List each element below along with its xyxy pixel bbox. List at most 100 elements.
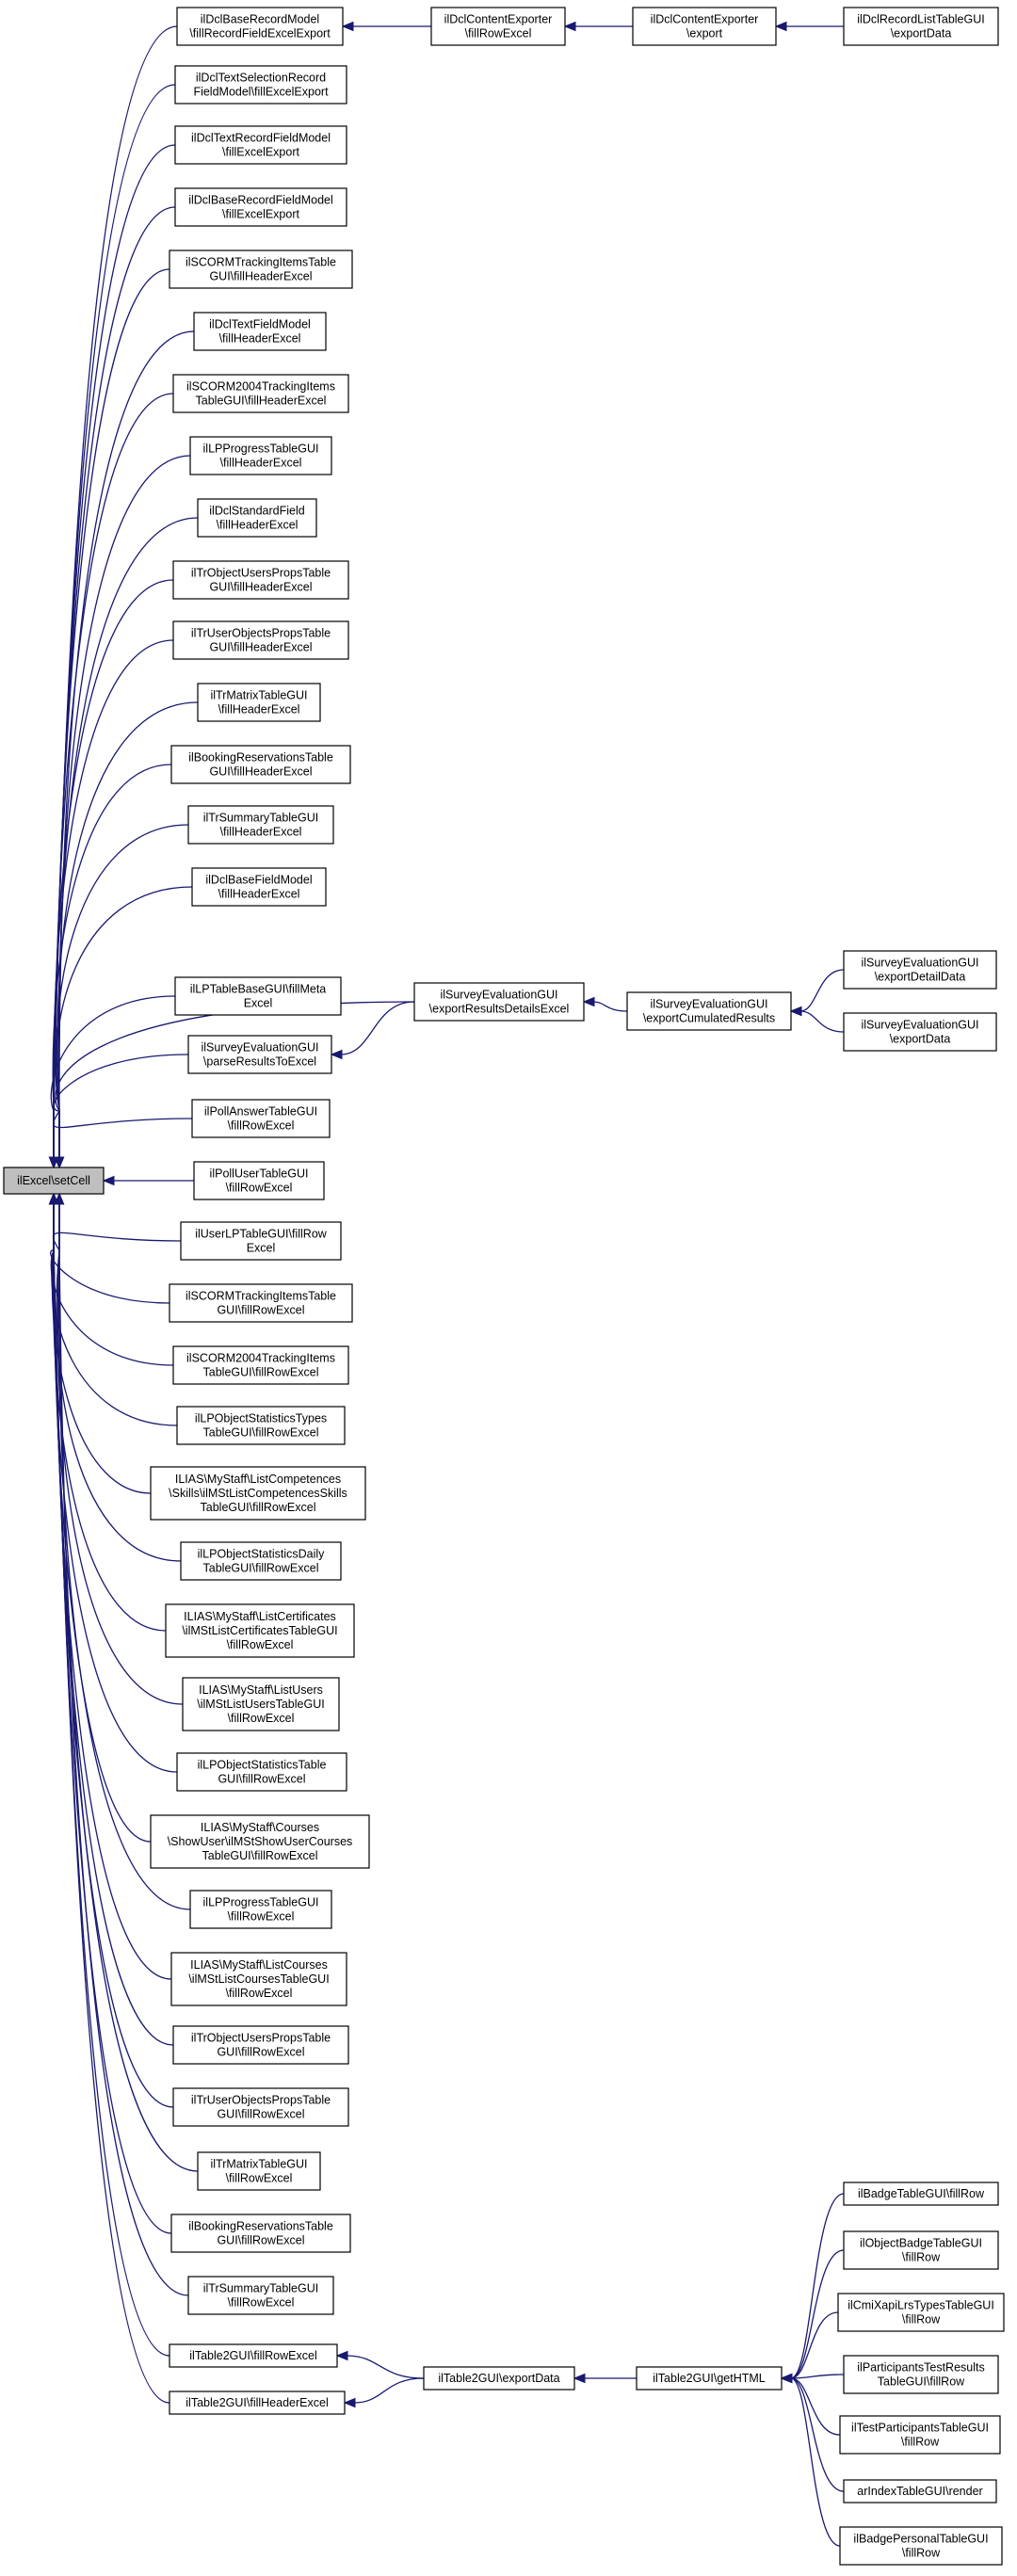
node-trobjusers_r[interactable]: ilTrObjectUsersPropsTableGUI\fillRowExce…: [172, 2025, 349, 2065]
node-box: [843, 2230, 999, 2270]
node-surv_parse[interactable]: ilSurveyEvaluationGUI\parseResultsToExce…: [187, 1035, 332, 1074]
node-setcell[interactable]: ilExcel\setCell: [3, 1167, 105, 1195]
node-label-line: \fillRowExcel: [226, 1987, 293, 2000]
node-ms_certificates[interactable]: ILIAS\MyStaff\ListCertificates\ilMStList…: [165, 1603, 355, 1658]
node-label-line: \fillHeaderExcel: [220, 826, 302, 839]
node-surv_ecr[interactable]: ilSurveyEvaluationGUI\exportCumulatedRes…: [626, 991, 792, 1031]
node-dcl_rlt_export[interactable]: ilDclRecordListTableGUI\exportData: [843, 7, 999, 46]
node-box: [169, 1283, 353, 1323]
node-box: [626, 991, 792, 1031]
node-surv_ed[interactable]: ilSurveyEvaluationGUI\exportData: [843, 1012, 997, 1052]
node-dcl_trf[interactable]: ilDclTextRecordFieldModel\fillExcelExpor…: [174, 125, 347, 165]
node-label-line: \fillRowExcel: [227, 1638, 294, 1651]
node-trmatrix_r[interactable]: ilTrMatrixTableGUI\fillRowExcel: [197, 2151, 321, 2191]
node-t2_fillheader[interactable]: ilTable2GUI\fillHeaderExcel: [169, 2391, 346, 2415]
node-label-line: ilCmiXapiLrsTypesTableGUI: [848, 2299, 994, 2312]
node-label-line: ilPollUserTableGUI: [210, 1167, 309, 1181]
node-box: [187, 2276, 334, 2315]
node-label-line: ilTable2GUI\fillHeaderExcel: [186, 2396, 328, 2409]
node-box: [837, 2293, 1005, 2332]
node-trobjusers_h[interactable]: ilTrObjectUsersPropsTableGUI\fillHeaderE…: [172, 560, 349, 600]
node-booking_r[interactable]: ilBookingReservationsTableGUI\fillRowExc…: [170, 2214, 351, 2253]
node-dcl_bf_h[interactable]: ilDclBaseFieldModel\fillHeaderExcel: [191, 867, 327, 907]
arrowhead-surv_ecr-to-surv_erde: [582, 996, 595, 1007]
node-label-line: \ilMStListUsersTableGUI: [197, 1698, 324, 1711]
node-scorm2004_h[interactable]: ilSCORM2004TrackingItemsTableGUI\fillHea…: [172, 374, 349, 413]
node-scorm_tit_r[interactable]: ilSCORMTrackingItemsTableGUI\fillRowExce…: [169, 1283, 353, 1323]
edge-surv_edd-to-surv_ecr: [799, 969, 845, 1012]
node-pollanswer[interactable]: ilPollAnswerTableGUI\fillRowExcel: [191, 1099, 331, 1138]
node-dcl_brm_fill[interactable]: ilDclBaseRecordModel\fillRecordFieldExce…: [176, 7, 344, 46]
node-label-line: ilSurveyEvaluationGUI: [650, 998, 767, 1011]
node-ms_courses_show[interactable]: ILIAS\MyStaff\Courses\ShowUser\ilMStShow…: [150, 1814, 370, 1869]
node-label-line: \fillRowExcel: [226, 1182, 293, 1195]
node-trsummary_h[interactable]: ilTrSummaryTableGUI\fillHeaderExcel: [187, 805, 334, 845]
node-t2_export[interactable]: ilTable2GUI\exportData: [423, 2366, 575, 2391]
node-dcl_tsrf[interactable]: ilDclTextSelectionRecordFieldModel\fillE…: [174, 65, 347, 105]
node-box: [191, 1099, 331, 1138]
node-dcl_tf_h[interactable]: ilDclTextFieldModel\fillHeaderExcel: [193, 312, 327, 351]
node-ms_courses_list[interactable]: ILIAS\MyStaff\ListCourses\ilMStListCours…: [170, 1952, 347, 2006]
node-lpprog_h[interactable]: ilLPProgressTableGUI\fillHeaderExcel: [189, 436, 332, 475]
node-label-line: \fillHeaderExcel: [218, 888, 300, 901]
edge-t2_export-to-t2_fillrow: [346, 2355, 425, 2379]
edge-cmixapi-to-t2_gethtml: [790, 2311, 839, 2379]
node-trmatrix_h[interactable]: ilTrMatrixTableGUI\fillHeaderExcel: [197, 683, 321, 722]
node-box: [172, 1345, 349, 1385]
node-dcl_ce_fillrow[interactable]: ilDclContentExporter\fillRowExcel: [430, 7, 566, 46]
node-truserobj_h[interactable]: ilTrUserObjectsPropsTableGUI\fillHeaderE…: [172, 620, 349, 660]
node-label-line: ILIAS\MyStaff\ListCourses: [190, 1958, 328, 1972]
node-box: [150, 1466, 366, 1521]
node-lpprog_r[interactable]: ilLPProgressTableGUI\fillRowExcel: [189, 1890, 332, 1929]
node-label-line: ilDclBaseRecordModel: [201, 13, 319, 26]
node-scorm2004_r[interactable]: ilSCORM2004TrackingItemsTableGUI\fillRow…: [172, 1345, 349, 1385]
arrowhead-t2_export-to-t2_fillrow: [335, 2350, 348, 2361]
node-box: [172, 620, 349, 660]
node-polluser[interactable]: ilPollUserTableGUI\fillRowExcel: [193, 1161, 325, 1200]
node-label-line: ilUserLPTableGUI\fillRow: [195, 1228, 328, 1241]
node-truserobj_r[interactable]: ilTrUserObjectsPropsTableGUI\fillRowExce…: [172, 2087, 349, 2127]
node-dcl_brf[interactable]: ilDclBaseRecordFieldModel\fillExcelExpor…: [174, 187, 347, 227]
node-surv_edd[interactable]: ilSurveyEvaluationGUI\exportDetailData: [843, 950, 997, 990]
node-label-line: \fillRowExcel: [226, 2172, 293, 2185]
node-cmixapi[interactable]: ilCmiXapiLrsTypesTableGUI\fillRow: [837, 2293, 1005, 2332]
node-trsummary_r[interactable]: ilTrSummaryTableGUI\fillRowExcel: [187, 2276, 334, 2315]
node-ms_competences[interactable]: ILIAS\MyStaff\ListCompetences\Skills\ilM…: [150, 1466, 366, 1521]
node-lpobjstatdaily[interactable]: ilLPObjectStatisticsDailyTableGUI\fillRo…: [180, 1541, 342, 1581]
node-label-line: ilTrSummaryTableGUI: [203, 812, 318, 825]
node-userlp[interactable]: ilUserLPTableGUI\fillRowExcel: [180, 1221, 342, 1261]
node-label-line: \ilMStListCertificatesTableGUI: [182, 1624, 337, 1637]
node-badge_personal[interactable]: ilBadgePersonalTableGUI\fillRow: [839, 2526, 1003, 2566]
node-participants_results[interactable]: ilParticipantsTestResultsTableGUI\fillRo…: [843, 2355, 999, 2394]
node-ms_users[interactable]: ILIAS\MyStaff\ListUsers\ilMStListUsersTa…: [182, 1677, 340, 1731]
node-booking_h[interactable]: ilBookingReservationsTableGUI\fillHeader…: [170, 745, 351, 784]
node-test_participants[interactable]: ilTestParticipantsTableGUI\fillRow: [839, 2415, 1001, 2455]
node-box: [165, 1603, 355, 1658]
node-dcl_sf_h[interactable]: ilDclStandardField\fillHeaderExcel: [197, 498, 317, 538]
node-label-line: ilDclContentExporter: [651, 13, 759, 26]
node-box: [169, 2343, 338, 2368]
node-objbadge[interactable]: ilObjectBadgeTableGUI\fillRow: [843, 2230, 999, 2270]
node-badge_table[interactable]: ilBadgeTableGUI\fillRow: [843, 2182, 999, 2206]
node-dcl_ce_export[interactable]: ilDclContentExporter\export: [632, 7, 777, 46]
node-label-line: \parseResultsToExcel: [203, 1055, 316, 1069]
edge-trsummary_h-to-setcell: [56, 824, 189, 1158]
node-surv_erde[interactable]: ilSurveyEvaluationGUI\exportResultsDetai…: [413, 982, 585, 1022]
edge-lpprog_r-to-setcell: [58, 1203, 191, 1910]
node-lpobjstattypes[interactable]: ilLPObjectStatisticsTypesTableGUI\fillRo…: [176, 1406, 346, 1445]
node-lpobjstat[interactable]: ilLPObjectStatisticsTableGUI\fillRowExce…: [176, 1752, 347, 1792]
node-label-line: ilSCORMTrackingItemsTable: [186, 256, 336, 269]
node-box: [170, 2214, 351, 2253]
node-label-line: ilObjectBadgeTableGUI: [860, 2237, 982, 2250]
node-box: [193, 1161, 325, 1200]
node-t2_gethtml[interactable]: ilTable2GUI\getHTML: [636, 2366, 783, 2391]
node-scorm_tit_h[interactable]: ilSCORMTrackingItemsTableGUI\fillHeaderE…: [169, 250, 353, 289]
node-label-line: GUI\fillHeaderExcel: [209, 641, 312, 654]
node-box: [176, 7, 344, 46]
node-box: [170, 745, 351, 784]
node-t2_fillrow[interactable]: ilTable2GUI\fillRowExcel: [169, 2343, 338, 2368]
node-arindex[interactable]: arIndexTableGUI\render: [843, 2479, 997, 2504]
node-box: [636, 2366, 783, 2391]
node-label-line: ilTrUserObjectsPropsTable: [191, 2094, 331, 2107]
